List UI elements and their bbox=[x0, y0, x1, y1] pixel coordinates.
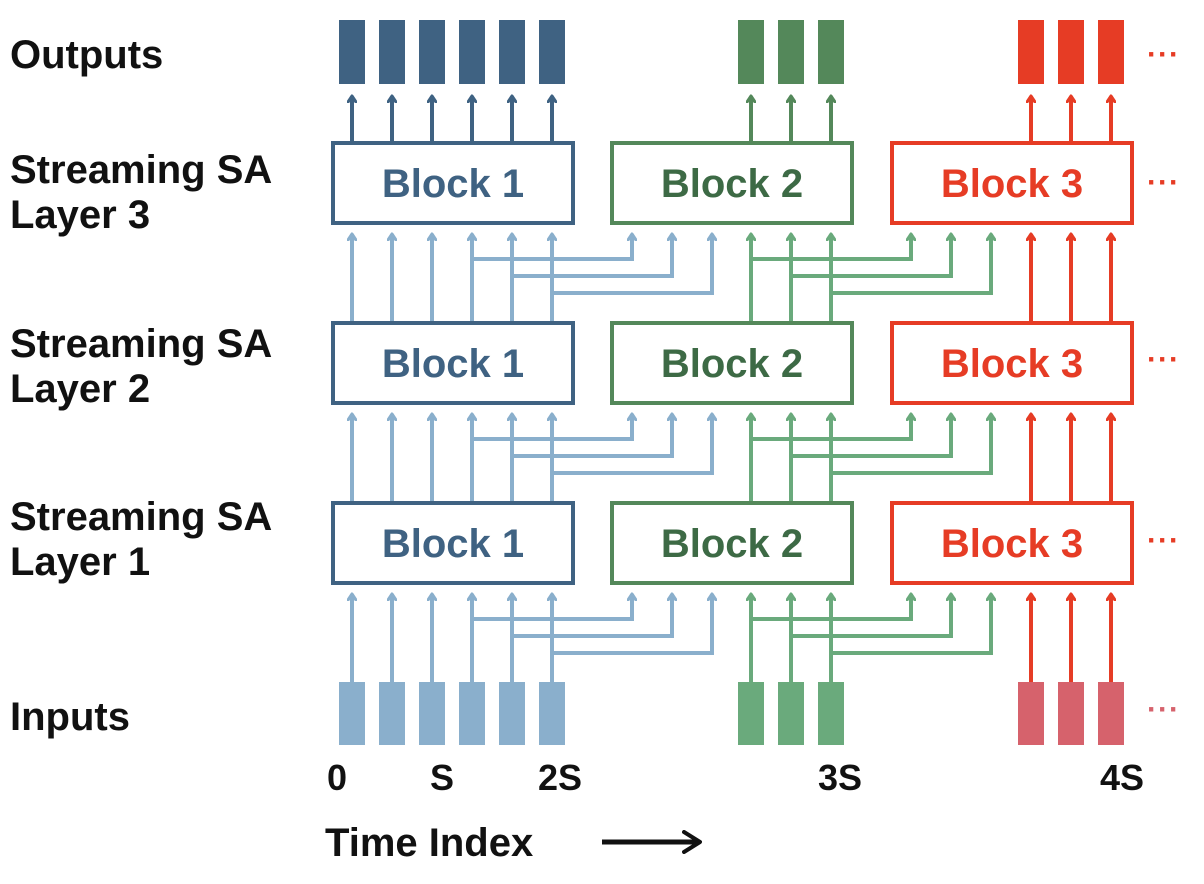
output-token-block1-3 bbox=[419, 20, 445, 84]
layer3-continuation-dots: ··· bbox=[1147, 166, 1180, 199]
layer1-block3-box bbox=[890, 501, 1134, 585]
context-link-layer2-b1-to-b2-1 bbox=[472, 414, 632, 441]
input-token-block1-1 bbox=[339, 682, 365, 745]
block-boxes: Block 1 Block 2 Block 3 Block 1 Block 2 Block… bbox=[331, 141, 1134, 585]
layer3-block2-label: Block 2 bbox=[661, 162, 803, 206]
layer2-block1-box bbox=[331, 321, 575, 405]
context-link-layer2-b1-to-b2-3 bbox=[552, 414, 712, 475]
layer2-block2-box bbox=[610, 321, 854, 405]
tick-s: S bbox=[430, 757, 454, 798]
layer1-block2-box bbox=[610, 501, 854, 585]
input-token-block3-1 bbox=[1018, 682, 1044, 745]
output-token-block1-1 bbox=[339, 20, 365, 84]
input-token-block1-2 bbox=[379, 682, 405, 745]
input-token-block1-3 bbox=[419, 682, 445, 745]
layer1-block1-label: Block 1 bbox=[382, 522, 524, 566]
context-link-layer3-b2-to-b3-3 bbox=[831, 234, 991, 295]
context-link-layer3-b1-to-b2-1 bbox=[472, 234, 632, 261]
tick-3s: 3S bbox=[818, 757, 862, 798]
output-token-block1-2 bbox=[379, 20, 405, 84]
layer2-block3-label: Block 3 bbox=[941, 342, 1083, 386]
tick-4s: 4S bbox=[1100, 757, 1144, 798]
layer2-label-line1: Streaming SA bbox=[10, 322, 272, 366]
time-index-label: Time Index bbox=[325, 821, 533, 865]
context-link-layer2-b2-to-b3-1 bbox=[751, 414, 911, 441]
layer1-block1-box bbox=[331, 501, 575, 585]
output-token-block2-2 bbox=[778, 20, 804, 84]
inputs-continuation-dots: ··· bbox=[1147, 693, 1180, 726]
context-link-layer3-b1-to-b2-2 bbox=[512, 234, 672, 278]
input-token-block2-2 bbox=[778, 682, 804, 745]
layer1-block3-label: Block 3 bbox=[941, 522, 1083, 566]
layer3-label-line1: Streaming SA bbox=[10, 148, 272, 192]
layer1-label-line2: Layer 1 bbox=[10, 540, 150, 584]
layer3-block3-label: Block 3 bbox=[941, 162, 1083, 206]
connection-lines bbox=[472, 234, 991, 655]
layer3-block3-box bbox=[890, 141, 1134, 225]
input-token-block1-6 bbox=[539, 682, 565, 745]
layer2-block1-label: Block 1 bbox=[382, 342, 524, 386]
layer3-block1-label: Block 1 bbox=[382, 162, 524, 206]
context-link-layer2-b2-to-b3-3 bbox=[831, 414, 991, 475]
input-token-block1-4 bbox=[459, 682, 485, 745]
vertical-arrows bbox=[352, 96, 1111, 682]
output-token-block1-6 bbox=[539, 20, 565, 84]
input-token-block2-3 bbox=[818, 682, 844, 745]
layer2-block2-label: Block 2 bbox=[661, 342, 803, 386]
context-link-layer3-b2-to-b3-2 bbox=[791, 234, 951, 278]
input-token-block1-5 bbox=[499, 682, 525, 745]
tick-2s: 2S bbox=[538, 757, 582, 798]
layer1-block2-label: Block 2 bbox=[661, 522, 803, 566]
inputs-row-label: Inputs bbox=[10, 695, 130, 739]
context-link-layer3-b2-to-b3-1 bbox=[751, 234, 911, 261]
layer3-label-line2: Layer 3 bbox=[10, 193, 150, 237]
output-token-block2-1 bbox=[738, 20, 764, 84]
context-link-layer3-b1-to-b2-3 bbox=[552, 234, 712, 295]
context-link-layer1-b2-to-b3-2 bbox=[791, 594, 951, 638]
outputs-row-label: Outputs bbox=[10, 33, 163, 77]
context-link-layer2-b2-to-b3-2 bbox=[791, 414, 951, 458]
input-token-block2-1 bbox=[738, 682, 764, 745]
output-token-block3-2 bbox=[1058, 20, 1084, 84]
context-link-layer2-b1-to-b2-2 bbox=[512, 414, 672, 458]
outputs-continuation-dots: ··· bbox=[1147, 38, 1180, 71]
layer1-label-line1: Streaming SA bbox=[10, 495, 272, 539]
context-link-layer1-b1-to-b2-2 bbox=[512, 594, 672, 638]
output-token-block1-4 bbox=[459, 20, 485, 84]
layer3-block1-box bbox=[331, 141, 575, 225]
output-token-block1-5 bbox=[499, 20, 525, 84]
context-link-layer1-b2-to-b3-3 bbox=[831, 594, 991, 655]
context-link-layer1-b1-to-b2-3 bbox=[552, 594, 712, 655]
layer2-continuation-dots: ··· bbox=[1147, 343, 1180, 376]
output-token-block3-1 bbox=[1018, 20, 1044, 84]
tick-0: 0 bbox=[327, 757, 347, 798]
layer3-block2-box bbox=[610, 141, 854, 225]
output-token-block3-3 bbox=[1098, 20, 1124, 84]
layer2-label-line2: Layer 2 bbox=[10, 367, 150, 411]
layer1-continuation-dots: ··· bbox=[1147, 524, 1180, 557]
input-token-block3-3 bbox=[1098, 682, 1124, 745]
layer2-block3-box bbox=[890, 321, 1134, 405]
token-bars bbox=[339, 20, 1124, 745]
context-link-layer1-b1-to-b2-1 bbox=[472, 594, 632, 621]
context-link-layer1-b2-to-b3-1 bbox=[751, 594, 911, 621]
output-token-block2-3 bbox=[818, 20, 844, 84]
input-token-block3-2 bbox=[1058, 682, 1084, 745]
